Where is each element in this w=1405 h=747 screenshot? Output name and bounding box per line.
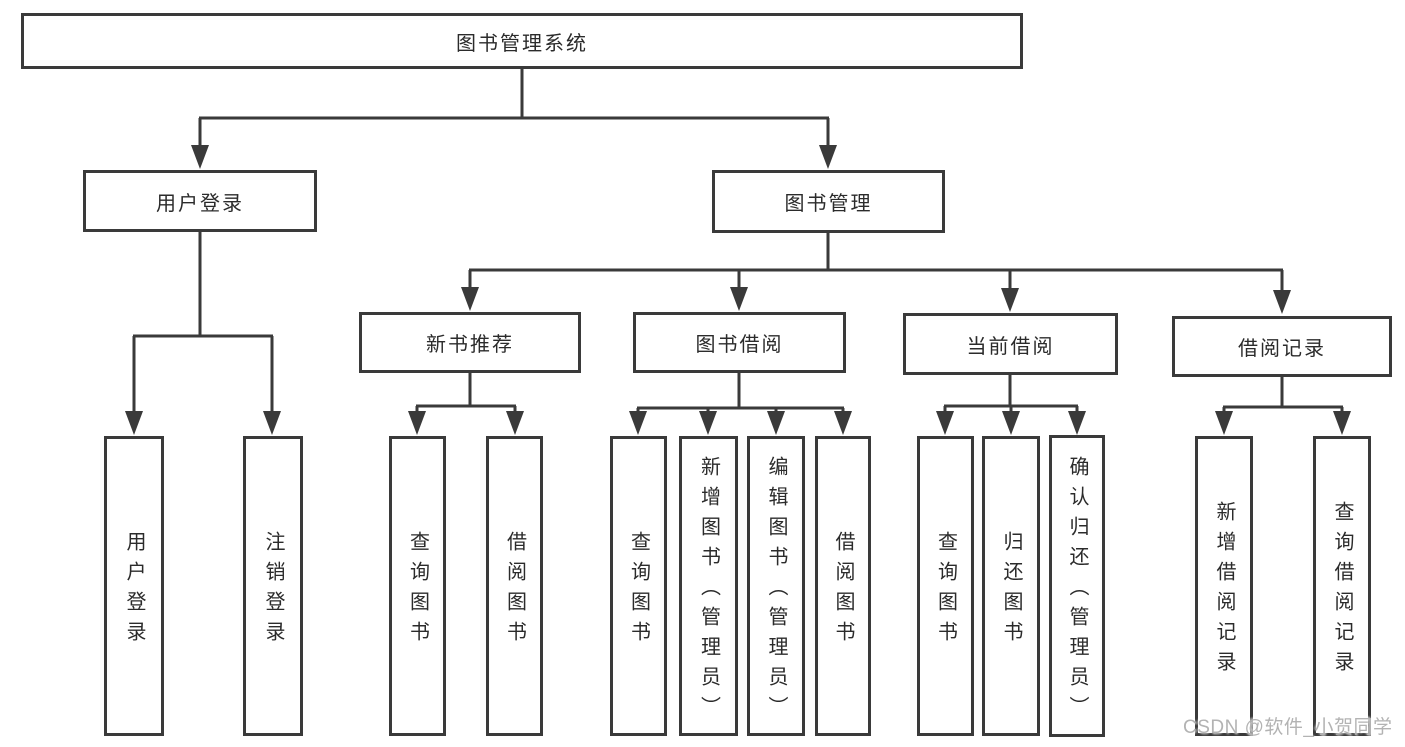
node-label: 查询图书 [406, 531, 429, 651]
node-label: 注销登录 [262, 531, 284, 651]
node-label: 确认归还（管理员） [1066, 456, 1088, 726]
node-label: 图书管理 [784, 193, 873, 215]
node-label: 编辑图书（管理员） [765, 456, 787, 726]
node-current-borrow: 当前借阅 [903, 313, 1118, 375]
node-book-borrow: 图书借阅 [633, 312, 846, 373]
node-label: 新书推荐 [426, 334, 514, 356]
node-label: 用户登录 [156, 192, 244, 215]
node-leaf-query-books-2: 查询图书 [610, 436, 667, 736]
node-label: 新增图书（管理员） [697, 456, 720, 726]
node-label: 借阅图书 [503, 531, 526, 651]
node-label: 图书管理系统 [456, 32, 588, 55]
node-leaf-logout: 注销登录 [243, 436, 303, 736]
node-leaf-borrow-books-2: 借阅图书 [815, 436, 871, 736]
node-book-management: 图书管理 [712, 170, 945, 233]
node-label: 查询图书 [934, 531, 957, 651]
node-new-book-recommend: 新书推荐 [359, 312, 581, 373]
node-library-management-system: 图书管理系统 [21, 13, 1023, 69]
node-label: 新增借阅记录 [1213, 501, 1235, 681]
node-leaf-query-books-3: 查询图书 [917, 436, 974, 736]
node-label: 用户登录 [123, 531, 145, 651]
node-label: 借阅记录 [1238, 338, 1326, 360]
node-user-login: 用户登录 [83, 170, 317, 232]
node-leaf-return-books: 归还图书 [982, 436, 1040, 736]
node-leaf-add-books-admin: 新增图书（管理员） [679, 436, 738, 736]
csdn-watermark: CSDN @软件_小贺同学 [1183, 717, 1393, 738]
node-label: 图书借阅 [695, 334, 784, 356]
node-label: 借阅图书 [832, 531, 854, 651]
node-leaf-query-books-1: 查询图书 [389, 436, 446, 736]
node-leaf-user-login: 用户登录 [104, 436, 164, 736]
node-label: 归还图书 [1000, 531, 1022, 651]
node-leaf-confirm-return-admin: 确认归还（管理员） [1049, 435, 1105, 737]
node-borrow-record: 借阅记录 [1172, 316, 1392, 377]
node-leaf-borrow-books-1: 借阅图书 [486, 436, 543, 736]
node-label: 查询图书 [627, 531, 650, 651]
node-label: 查询借阅记录 [1331, 501, 1353, 681]
node-leaf-add-borrow-record: 新增借阅记录 [1195, 436, 1253, 736]
node-leaf-edit-books-admin: 编辑图书（管理员） [747, 436, 805, 736]
node-label: 当前借阅 [966, 335, 1055, 358]
node-leaf-query-borrow-record: 查询借阅记录 [1313, 436, 1371, 736]
